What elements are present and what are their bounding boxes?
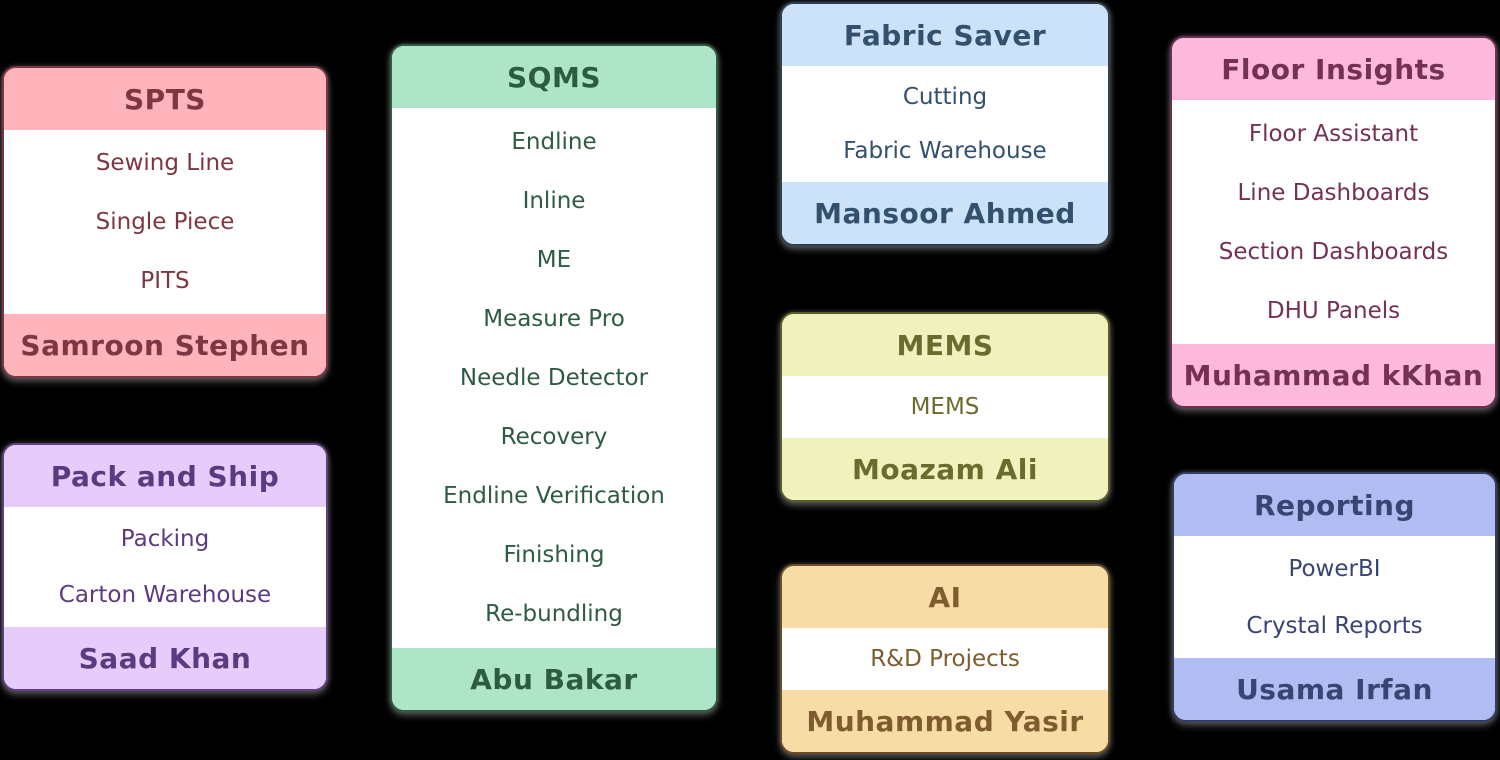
card-title: SPTS <box>4 68 326 130</box>
card-item: Cutting <box>902 84 988 110</box>
card-item: Fabric Warehouse <box>843 138 1047 164</box>
module-card-ai: AI R&D Projects Muhammad Yasir <box>780 564 1110 754</box>
card-item: DHU Panels <box>1266 297 1401 324</box>
card-owner-name: Abu Bakar <box>392 648 716 710</box>
card-item: Single Piece <box>95 208 235 235</box>
module-card-mems: MEMS MEMS Moazam Ali <box>780 312 1110 502</box>
card-item: Packing <box>120 526 210 552</box>
card-item: Endline <box>511 128 597 155</box>
card-title: Fabric Saver <box>782 4 1108 66</box>
card-item: PowerBI <box>1288 555 1381 582</box>
card-item: Line Dashboards <box>1237 179 1430 206</box>
card-owner-name: Samroon Stephen <box>4 314 326 376</box>
card-owner-name: Muhammad kKhan <box>1172 344 1495 406</box>
card-item: Crystal Reports <box>1246 612 1423 639</box>
card-item: Sewing Line <box>95 150 235 177</box>
card-items: MEMS <box>782 376 1108 438</box>
card-item: Recovery <box>500 424 608 451</box>
card-item: PITS <box>140 267 190 294</box>
card-item: Endline Verification <box>443 483 665 510</box>
module-card-reporting: Reporting PowerBI Crystal Reports Usama I… <box>1172 472 1497 722</box>
card-items: PowerBI Crystal Reports <box>1174 536 1495 658</box>
card-owner-name: Moazam Ali <box>782 438 1108 500</box>
card-owner-name: Muhammad Yasir <box>782 690 1108 752</box>
card-item: Measure Pro <box>483 305 625 332</box>
card-title: Floor Insights <box>1172 38 1495 100</box>
card-title: SQMS <box>392 46 716 108</box>
card-item: Finishing <box>503 542 605 569</box>
card-item: Carton Warehouse <box>58 582 272 608</box>
card-title: MEMS <box>782 314 1108 376</box>
card-item: Section Dashboards <box>1218 238 1449 265</box>
card-item: Floor Assistant <box>1248 120 1419 147</box>
card-item: Inline <box>522 187 586 214</box>
card-item: MEMS <box>910 394 980 420</box>
card-item: Re-bundling <box>485 601 623 628</box>
card-owner-name: Mansoor Ahmed <box>782 182 1108 244</box>
card-item: Needle Detector <box>459 364 649 391</box>
card-title: Pack and Ship <box>4 445 326 507</box>
card-owner-name: Saad Khan <box>4 627 326 689</box>
card-item: R&D Projects <box>870 646 1020 672</box>
card-title: AI <box>782 566 1108 628</box>
card-title: Reporting <box>1174 474 1495 536</box>
card-item: ME <box>536 246 572 273</box>
card-owner-name: Usama Irfan <box>1174 658 1495 720</box>
card-items: R&D Projects <box>782 628 1108 690</box>
